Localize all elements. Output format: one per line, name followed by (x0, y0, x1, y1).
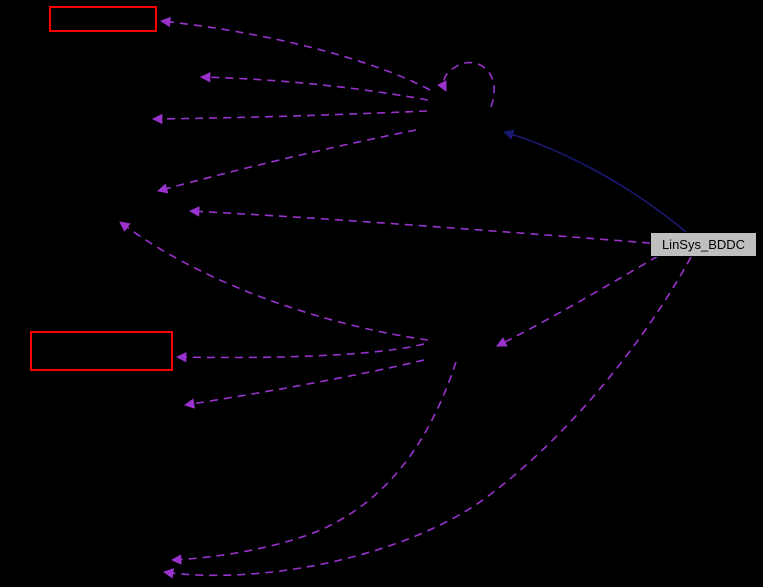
edge-hub2-to-target-a10 (119, 221, 429, 341)
edge-hub1-to-target-a4 (156, 129, 417, 194)
edge-hub1-to-target-a2 (199, 72, 429, 101)
edge-current-to-hub1 (503, 129, 687, 233)
hidden-node-hub1[interactable] (425, 95, 503, 130)
edge-hub2-to-red-mid (175, 343, 425, 363)
edge-hub1-to-hub1 (437, 61, 495, 108)
current-class-node: LinSys_BDDC (650, 232, 757, 257)
truncated-node-top[interactable] (49, 6, 157, 32)
truncated-node-middle[interactable] (30, 331, 173, 371)
edge-hub2-to-target-a8 (170, 361, 457, 565)
edge-current-to-target-a9 (162, 256, 692, 579)
current-class-label: LinSys_BDDC (661, 237, 746, 252)
edge-hub2-to-target-a7 (183, 359, 425, 409)
edge-hub1-to-red-top (159, 16, 431, 91)
hidden-node-hub2[interactable] (420, 335, 500, 363)
edge-current-to-hub2 (496, 255, 659, 347)
edge-hub1-to-target-a3 (151, 110, 428, 125)
edge-current-to-target-a5 (188, 206, 651, 244)
